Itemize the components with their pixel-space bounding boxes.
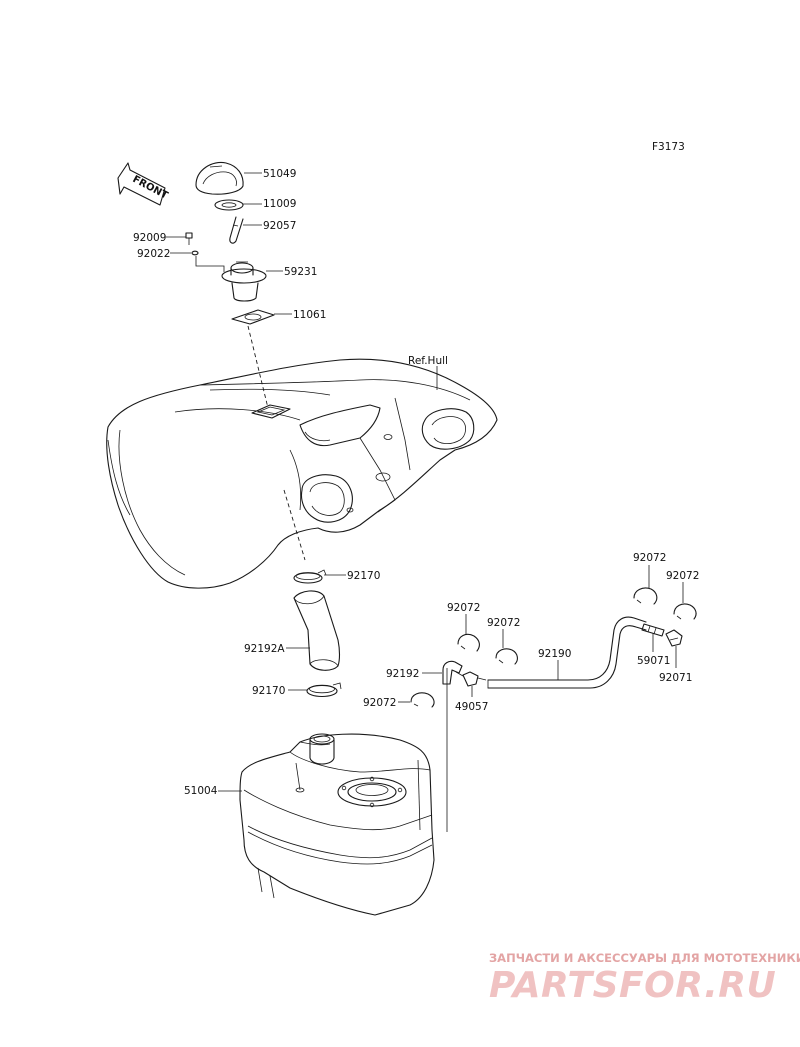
watermark-logo: PARTSFOR.RU [489,965,776,1006]
hull-reference [106,358,498,589]
part-49057-check-valve [455,671,487,687]
part-92072-clip-right-2 [673,603,697,620]
part-92072-clip-lower-left [410,692,435,708]
watermark-tagline: ЗАПЧАСТИ И АКСЕССУАРЫ ДЛЯ МОТОТЕХНИКИ [489,951,800,965]
part-label-92072-right-2: 92072 [666,570,699,582]
part-label-92192A: 92192A [244,643,285,655]
figure-code: F3173 [652,141,685,153]
part-label-92170-top: 92170 [347,570,380,582]
part-label-49057: 49057 [455,701,488,713]
part-92022-washer [191,250,199,256]
part-label-92057: 92057 [263,220,296,232]
part-label-92190: 92190 [538,648,571,660]
part-92190-vent-tube [487,616,647,689]
part-label-92072-right-1: 92072 [633,552,666,564]
part-92072-clip-mid-2 [495,648,518,665]
part-92071-cap [665,629,683,647]
part-label-92072-lower-left: 92072 [363,697,396,709]
front-arrow-icon: FRONT [117,162,170,206]
part-92170-clamp-top [293,569,327,584]
part-11061-gasket [231,309,275,325]
part-92072-clip-right-1 [633,587,658,605]
part-92072-clip-mid-1 [457,633,480,652]
part-92192A-filler-hose [293,590,341,671]
part-92170-clamp-bottom [306,682,342,698]
part-92057-strap [229,216,244,244]
part-label-92009: 92009 [133,232,166,244]
part-label-11009: 11009 [263,198,296,210]
part-label-92072-mid-2: 92072 [487,617,520,629]
ref-hull-label: Ref.Hull [408,355,448,367]
part-label-11061: 11061 [293,309,326,321]
front-arrow-label: FRONT [131,174,170,202]
part-51049-cap-cover [195,161,244,195]
part-label-92022: 92022 [137,248,170,260]
part-59231-filler-neck [221,261,267,302]
part-92009-screw [185,232,193,245]
part-label-92071: 92071 [659,672,692,684]
part-label-92192: 92192 [386,668,419,680]
part-51004-fuel-tank [239,733,435,916]
part-label-59071: 59071 [637,655,670,667]
part-label-92170-bottom: 92170 [252,685,285,697]
part-label-92072-mid-1: 92072 [447,602,480,614]
part-label-59231: 59231 [284,266,317,278]
part-label-51049: 51049 [263,168,296,180]
part-label-51004: 51004 [184,785,218,797]
part-92192-elbow-hose [442,660,463,685]
part-59071-fitting [641,623,665,637]
watermark: ЗАПЧАСТИ И АКСЕССУАРЫ ДЛЯ МОТОТЕХНИКИ PA… [489,951,800,1006]
part-11009-gasket [214,199,244,211]
